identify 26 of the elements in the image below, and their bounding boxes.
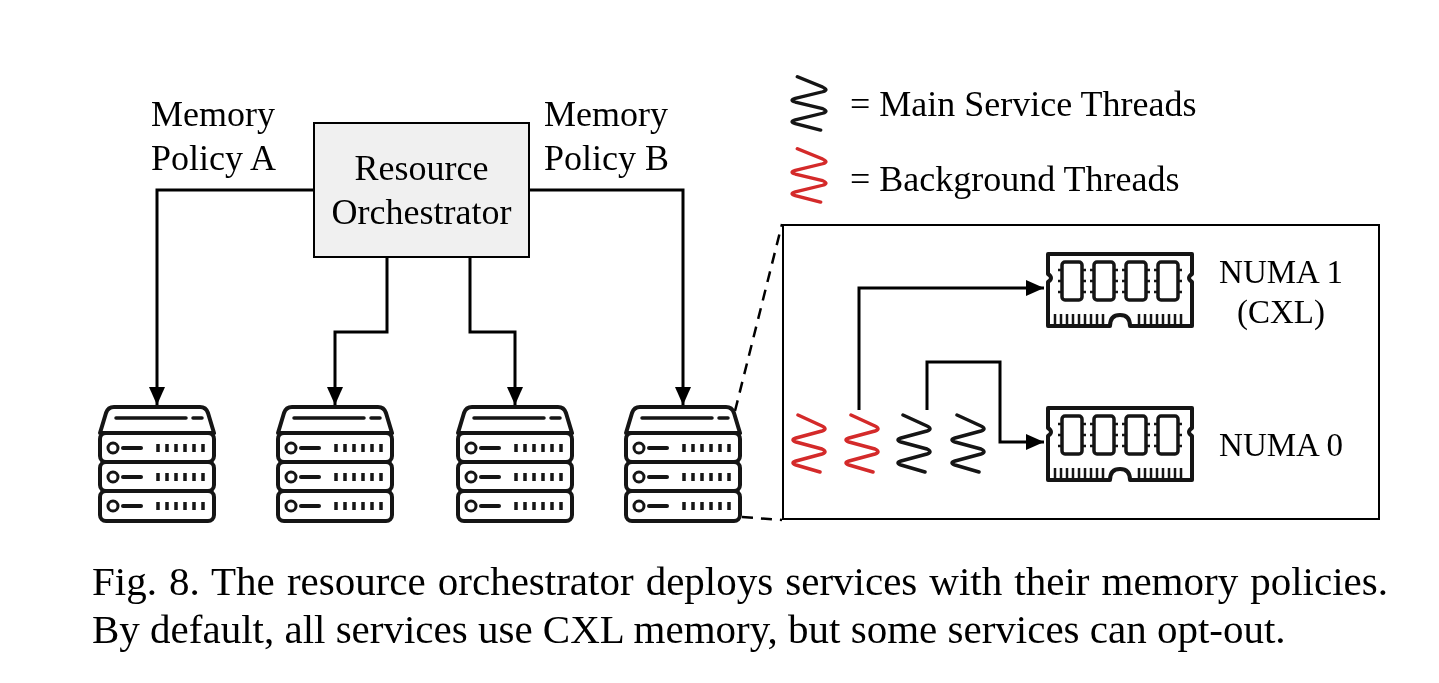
zigzag-thread-icon bbox=[948, 412, 988, 474]
dashed-line bbox=[733, 223, 784, 412]
dashed-line bbox=[741, 515, 783, 522]
arrow bbox=[327, 258, 389, 405]
zigzag-thread-icon bbox=[789, 412, 829, 474]
memory-module-icon bbox=[1046, 406, 1194, 482]
memory-module-icon bbox=[1046, 252, 1194, 328]
figure-caption: Fig. 8. The resource orchestrator deploys services with their memory policies. By default, all services use CXL memory, but some services can opt-out. bbox=[92, 557, 1388, 653]
legend-label: = Background Threads bbox=[850, 158, 1180, 201]
server-icon bbox=[276, 405, 394, 523]
zigzag-thread-icon bbox=[894, 412, 934, 474]
server-icon bbox=[456, 405, 574, 523]
arrow bbox=[925, 360, 1044, 450]
arrow bbox=[149, 188, 313, 405]
memory-label: NUMA 1 (CXL) bbox=[1218, 253, 1344, 332]
server-icon bbox=[98, 405, 216, 523]
zigzag-thread-icon bbox=[842, 412, 882, 474]
legend-label: = Main Service Threads bbox=[850, 83, 1197, 126]
server-icon bbox=[624, 405, 742, 523]
detail-panel bbox=[782, 224, 1380, 520]
arrow bbox=[468, 258, 523, 405]
box-label: Resource Orchestrator bbox=[330, 147, 513, 234]
arrow bbox=[857, 280, 1044, 410]
arrow bbox=[530, 188, 691, 405]
process-box bbox=[313, 122, 530, 258]
memory-label: NUMA 0 bbox=[1218, 426, 1344, 465]
